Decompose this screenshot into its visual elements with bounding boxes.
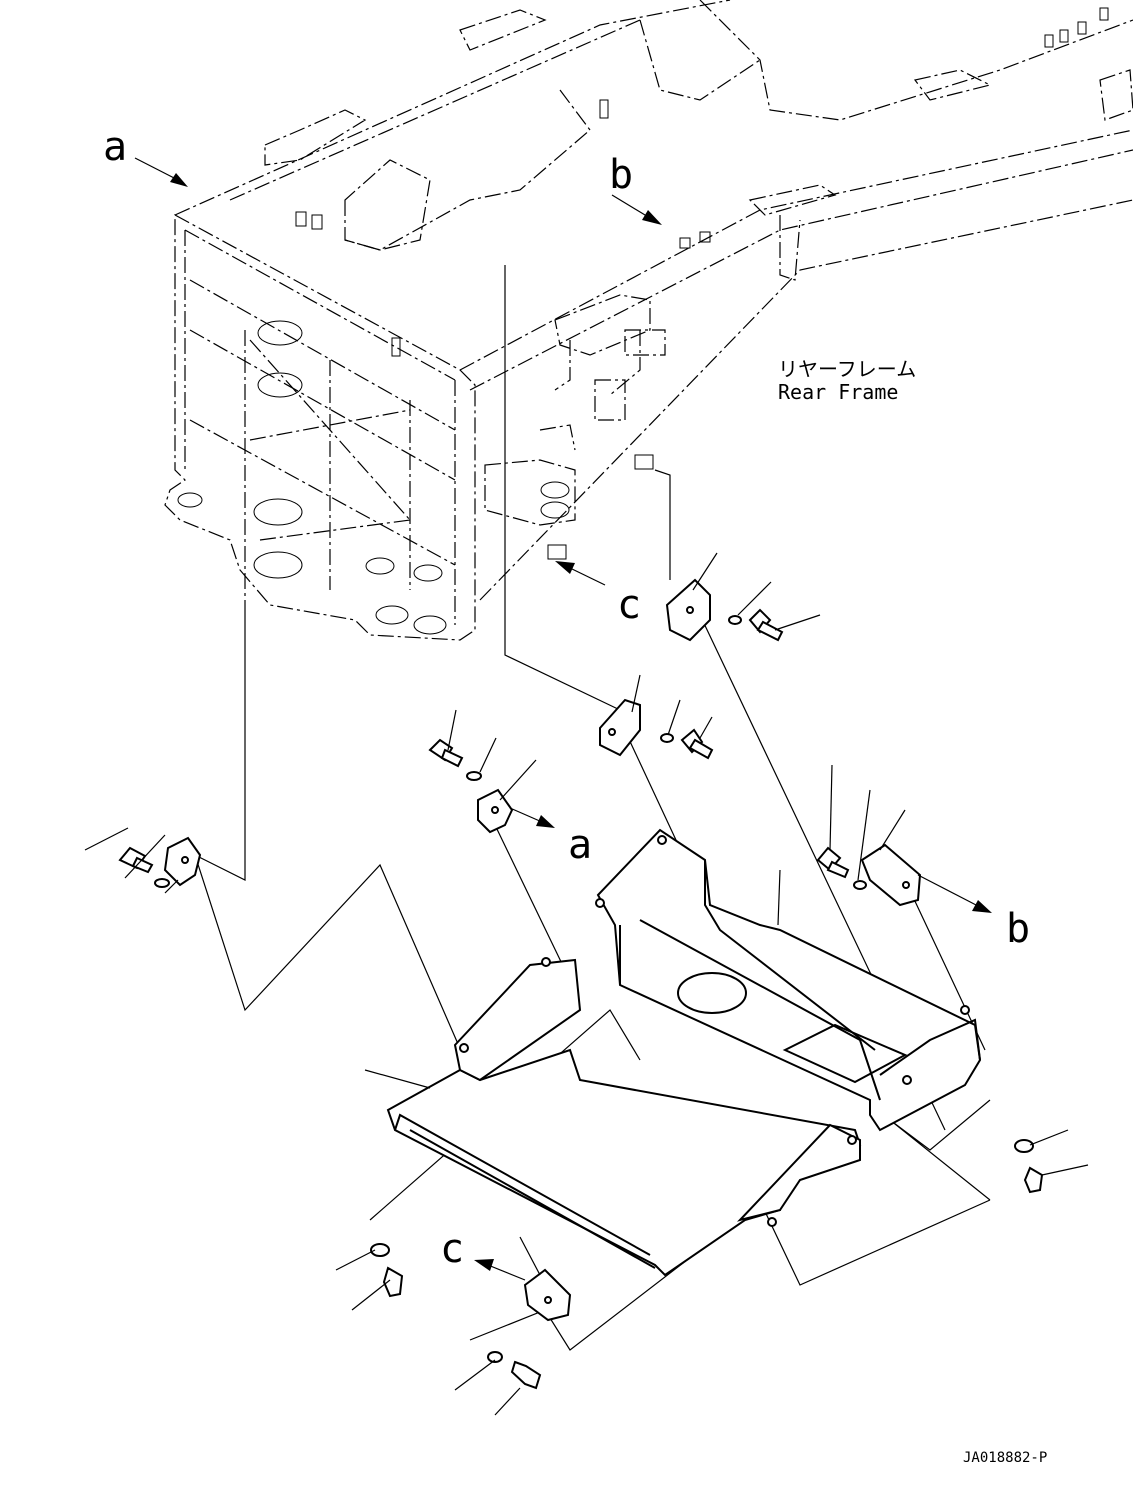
bolt-far-right: [1014, 1139, 1044, 1194]
bracket-a-left: [163, 836, 202, 887]
bolt-upper-right: [728, 608, 784, 642]
arrow-a-top: [134, 157, 188, 187]
rear-frame-label-en: Rear Frame: [778, 380, 898, 404]
bolt-left: [118, 846, 170, 888]
bolt-upper-center: [660, 728, 714, 760]
arrow-c-bottom: [474, 1259, 526, 1281]
arrow-c-top: [555, 561, 606, 586]
part-callout-leaders: [84, 552, 1089, 1416]
arrow-b-right: [917, 874, 992, 913]
bracket-upper-right: [665, 578, 711, 642]
label-c-bottom: c: [440, 1226, 464, 1272]
direction-arrows: [134, 157, 992, 1281]
label-b-top: b: [609, 152, 633, 198]
bracket-a-center: [477, 788, 514, 834]
rear-frame-phantom: [164, 0, 1133, 641]
label-a-top: a: [103, 124, 127, 170]
bolts-and-washers: [118, 608, 1044, 1390]
bracket-upper-center: [599, 698, 641, 757]
arrow-b-top: [611, 194, 662, 225]
arrow-a-center: [509, 807, 555, 828]
drawing-code: JA018882-P: [963, 1450, 1047, 1466]
label-b-right: b: [1006, 906, 1030, 952]
bolt-lower-left: [370, 1243, 404, 1298]
bracket-b-right: [860, 843, 922, 907]
text-labels: a b c a b c リヤーフレーム Rear Frame JA018882-…: [103, 124, 1047, 1466]
label-a-center: a: [568, 822, 592, 868]
label-c-top: c: [617, 582, 641, 628]
bolt-bottom: [487, 1351, 542, 1390]
bolt-right: [816, 846, 867, 890]
under-guard-rear: [595, 828, 982, 1132]
rear-frame-label-jp: リヤーフレーム: [778, 357, 916, 381]
bracket-c-lower: [523, 1268, 572, 1322]
bolt-top-left: [428, 738, 482, 781]
under-guard-front: [386, 957, 862, 1277]
